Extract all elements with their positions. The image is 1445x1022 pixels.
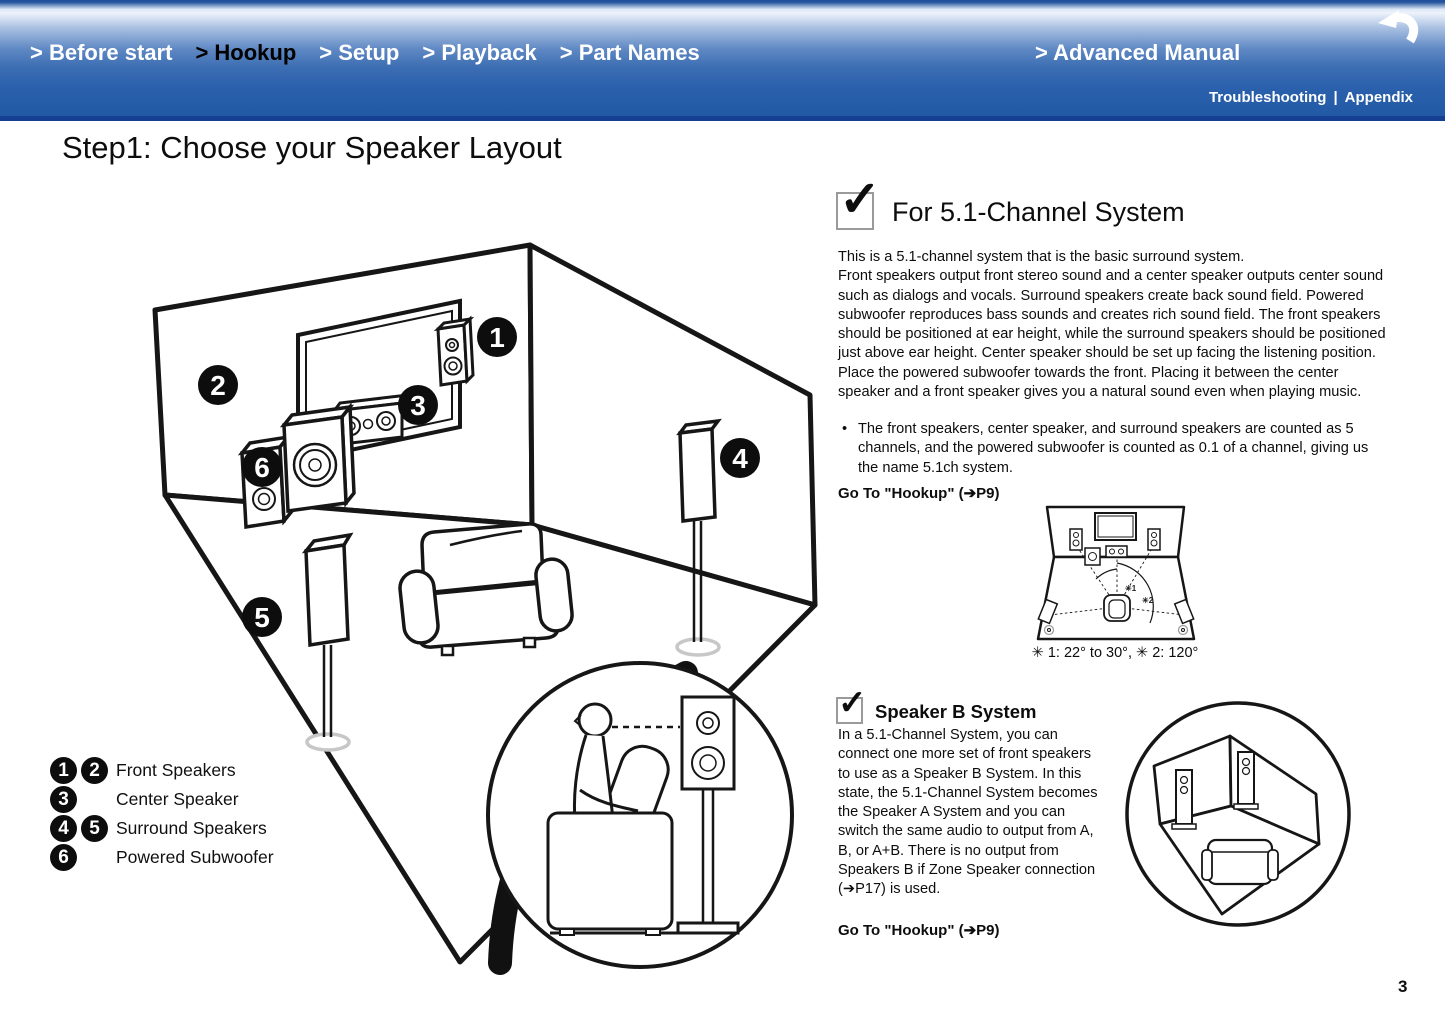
link-appendix[interactable]: Appendix — [1344, 89, 1413, 106]
section-51-header: ✓ For 5.1-Channel System — [836, 174, 1185, 230]
legend-badge: 1 — [50, 757, 77, 784]
nav-item-setup[interactable]: > Setup — [319, 40, 400, 65]
page-title: Step1: Choose your Speaker Layout — [62, 130, 562, 165]
legend-label: Center Speaker — [116, 789, 239, 809]
angle-label-1: ✳1 — [1125, 584, 1137, 593]
checkbox-51[interactable]: ✓ — [836, 174, 881, 230]
svg-text:3: 3 — [410, 390, 426, 421]
nav-menu: > Before start > Hookup > Setup > Playba… — [30, 40, 700, 66]
bullet-icon: • — [842, 421, 848, 437]
angle-label-2: ✳2 — [1142, 596, 1154, 605]
back-arrow-icon[interactable] — [1375, 7, 1423, 51]
svg-text:2: 2 — [210, 370, 226, 401]
speaker-badge-3: 3 — [398, 385, 438, 425]
room-diagram: 1 2 3 4 5 6 — [152, 242, 818, 975]
section-b-header: ✓ Speaker B System — [836, 686, 1037, 724]
nav-item-playback[interactable]: > Playback — [422, 40, 537, 65]
armchair — [398, 522, 574, 657]
speaker-b-diagram — [1125, 701, 1351, 927]
link-divider: | — [1333, 89, 1338, 106]
checkmark-icon: ✓ — [839, 171, 881, 227]
speaker-legend: 1 2 Front Speakers 3 Center Speaker 4 5 … — [50, 756, 274, 872]
surround-speaker-right — [675, 418, 722, 657]
nav-item-before-start[interactable]: > Before start — [30, 40, 173, 65]
svg-text:5: 5 — [254, 602, 270, 633]
speaker-badge-6: 6 — [242, 447, 282, 487]
section-51-title: For 5.1-Channel System — [892, 197, 1185, 227]
speaker-b-sofa — [1201, 838, 1279, 886]
ear-height-inset — [486, 661, 794, 969]
legend-row-front: 1 2 Front Speakers — [50, 756, 274, 785]
svg-text:1: 1 — [489, 322, 505, 353]
top-nav-bar: > Before start > Hookup > Setup > Playba… — [0, 0, 1445, 121]
legend-badge: 6 — [50, 844, 77, 871]
checkbox-speaker-b[interactable]: ✓ — [836, 686, 867, 724]
goto-hookup-link-51[interactable]: Go To "Hookup" (➔P9) — [838, 485, 1000, 502]
svg-text:6: 6 — [254, 452, 270, 483]
subwoofer — [279, 402, 356, 513]
section-b-paragraph: In a 5.1-Channel System, you can connect… — [838, 727, 1098, 898]
page-number: 3 — [1398, 977, 1408, 996]
speaker-badge-2: 2 — [198, 365, 238, 405]
legend-row-center: 3 Center Speaker — [50, 785, 274, 814]
speaker-badge-5: 5 — [242, 597, 282, 637]
sub-links: Troubleshooting | Appendix — [1209, 89, 1413, 106]
legend-badge: 3 — [50, 786, 77, 813]
nav-item-part-names[interactable]: > Part Names — [559, 40, 700, 65]
link-troubleshooting[interactable]: Troubleshooting — [1208, 89, 1327, 106]
speaker-b-left-tower — [1171, 769, 1197, 830]
legend-row-subwoofer: 6 Powered Subwoofer — [50, 843, 274, 872]
placement-angle-diagram: ✳1 ✳2 — [1036, 505, 1196, 641]
speaker-badge-4: 4 — [720, 438, 760, 478]
nav-item-advanced-manual[interactable]: > Advanced Manual — [1035, 40, 1241, 65]
goto-hookup-link-b[interactable]: Go To "Hookup" (➔P9) — [838, 922, 1000, 939]
surround-speaker-left — [301, 532, 354, 752]
legend-label: Front Speakers — [116, 760, 236, 780]
svg-text:4: 4 — [732, 443, 748, 474]
legend-badge: 4 — [50, 815, 77, 842]
front-speaker-right — [433, 315, 475, 387]
legend-label: Powered Subwoofer — [116, 847, 274, 867]
speaker-badge-1: 1 — [477, 317, 517, 357]
section-51-bullet: • The front speakers, center speaker, an… — [842, 420, 1392, 478]
legend-label: Surround Speakers — [116, 818, 267, 838]
nav-item-hookup[interactable]: > Hookup — [195, 40, 297, 65]
angle-caption: ✳ 1: 22° to 30°, ✳ 2: 120° — [1031, 645, 1199, 661]
speaker-b-right-tower — [1233, 751, 1259, 810]
legend-badge: 5 — [81, 815, 108, 842]
section-b-title: Speaker B System — [875, 701, 1037, 722]
legend-badge: 2 — [81, 757, 108, 784]
legend-row-surround: 4 5 Surround Speakers — [50, 814, 274, 843]
section-51-paragraph: This is a 5.1-channel system that is the… — [838, 249, 1386, 401]
checkmark-icon: ✓ — [838, 684, 867, 722]
